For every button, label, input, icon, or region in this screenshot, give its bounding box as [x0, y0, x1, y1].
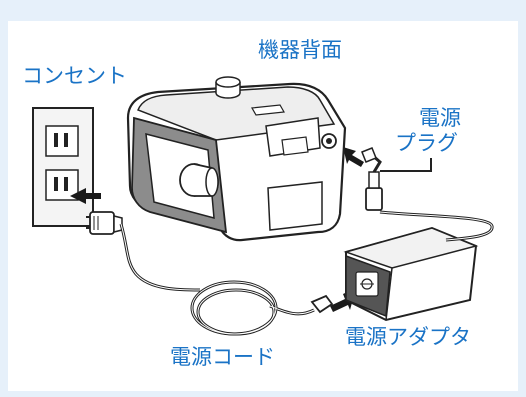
outlet-arrow-icon: [70, 188, 101, 204]
device: [126, 76, 347, 242]
power-adapter-label: 電源アダプタ: [345, 325, 471, 349]
cord-connector: [310, 294, 334, 314]
wall-outlet: [32, 107, 94, 227]
outlet-label: コンセント: [22, 64, 127, 88]
power-adapter: [343, 226, 479, 322]
power-cord-inner: [120, 223, 315, 335]
port-arrow-icon: [343, 147, 364, 167]
plug-callout-line: [380, 158, 432, 172]
device-back-label: 機器背面: [258, 38, 342, 62]
dc-plug: [361, 147, 383, 211]
power-cord-label: 電源コード: [170, 345, 275, 369]
power-plug-label-2: プラグ: [395, 131, 458, 155]
power-plug-label-1: 電源: [419, 106, 461, 130]
